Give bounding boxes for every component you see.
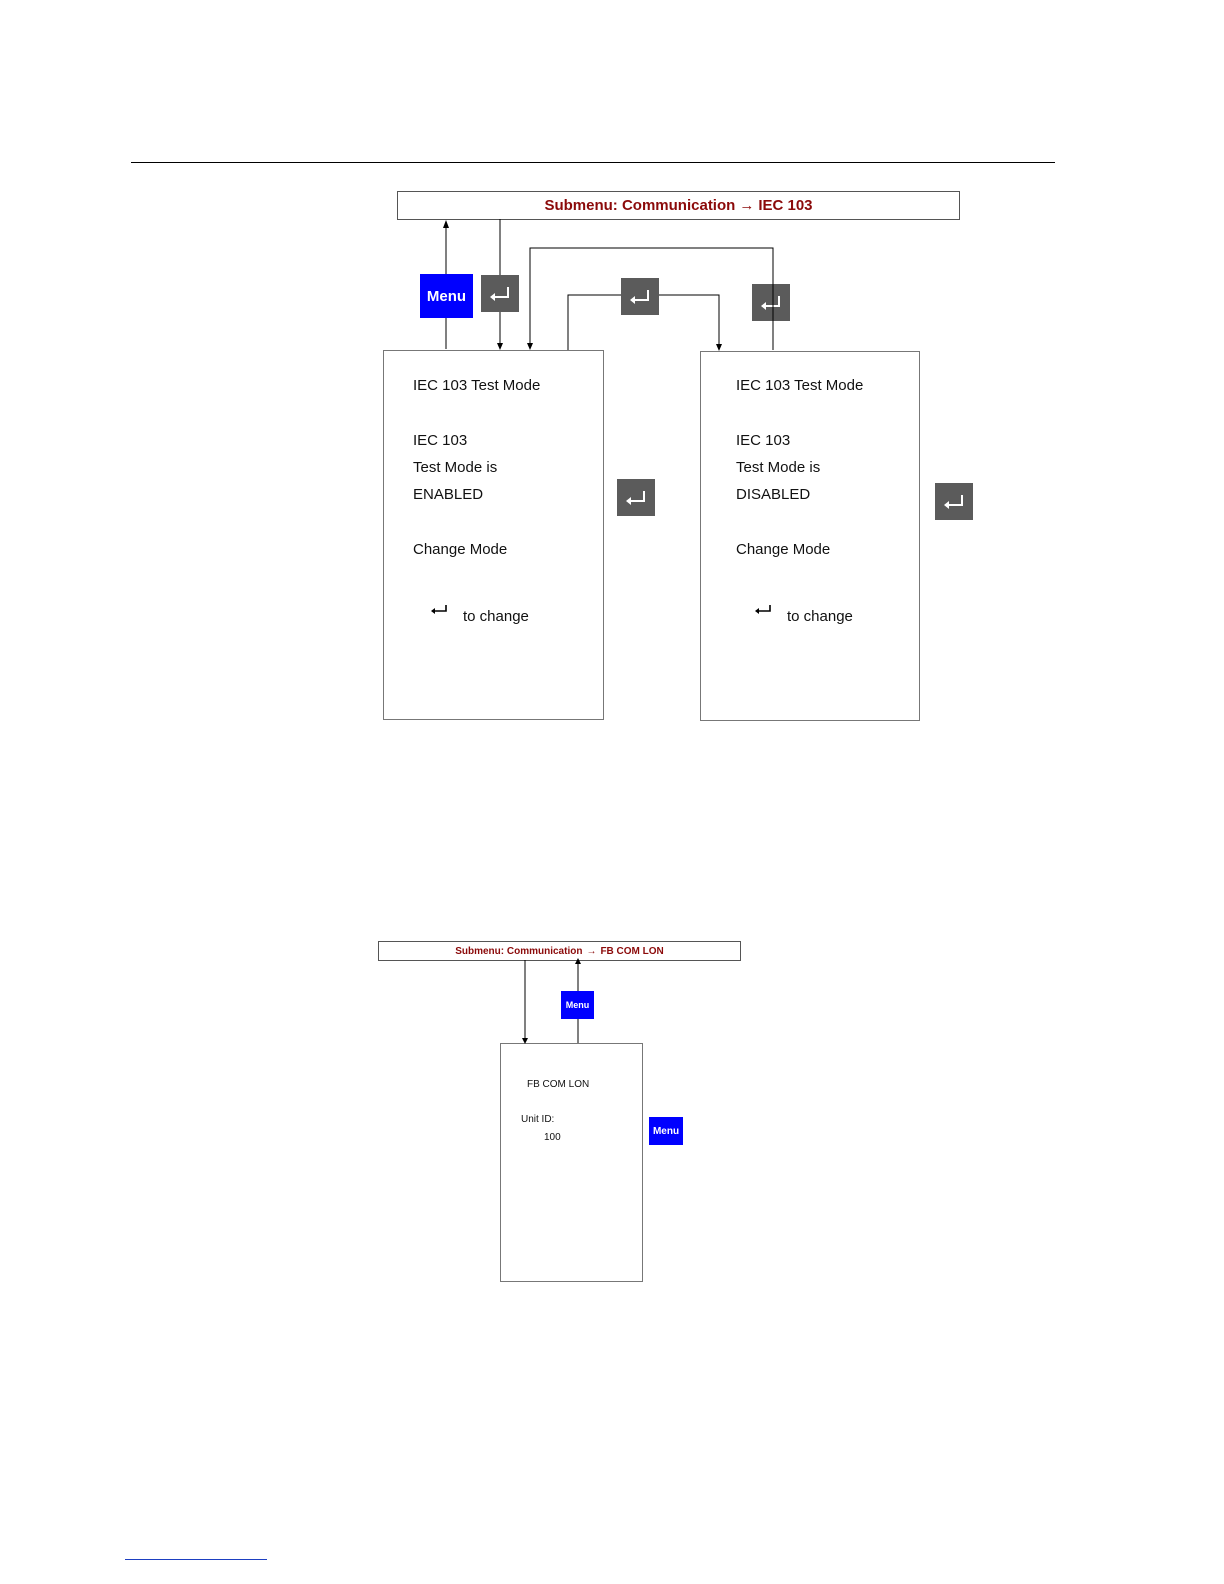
arrow-icon <box>530 248 773 350</box>
footnote-rule <box>125 1559 267 1560</box>
arrowhead <box>575 958 581 964</box>
arrowhead <box>527 343 533 350</box>
arrowhead <box>497 343 503 350</box>
arrowhead <box>522 1038 528 1044</box>
arrowhead <box>443 220 449 228</box>
connector-line <box>568 295 621 350</box>
arrowhead <box>716 344 722 351</box>
arrow-icon <box>659 295 719 347</box>
